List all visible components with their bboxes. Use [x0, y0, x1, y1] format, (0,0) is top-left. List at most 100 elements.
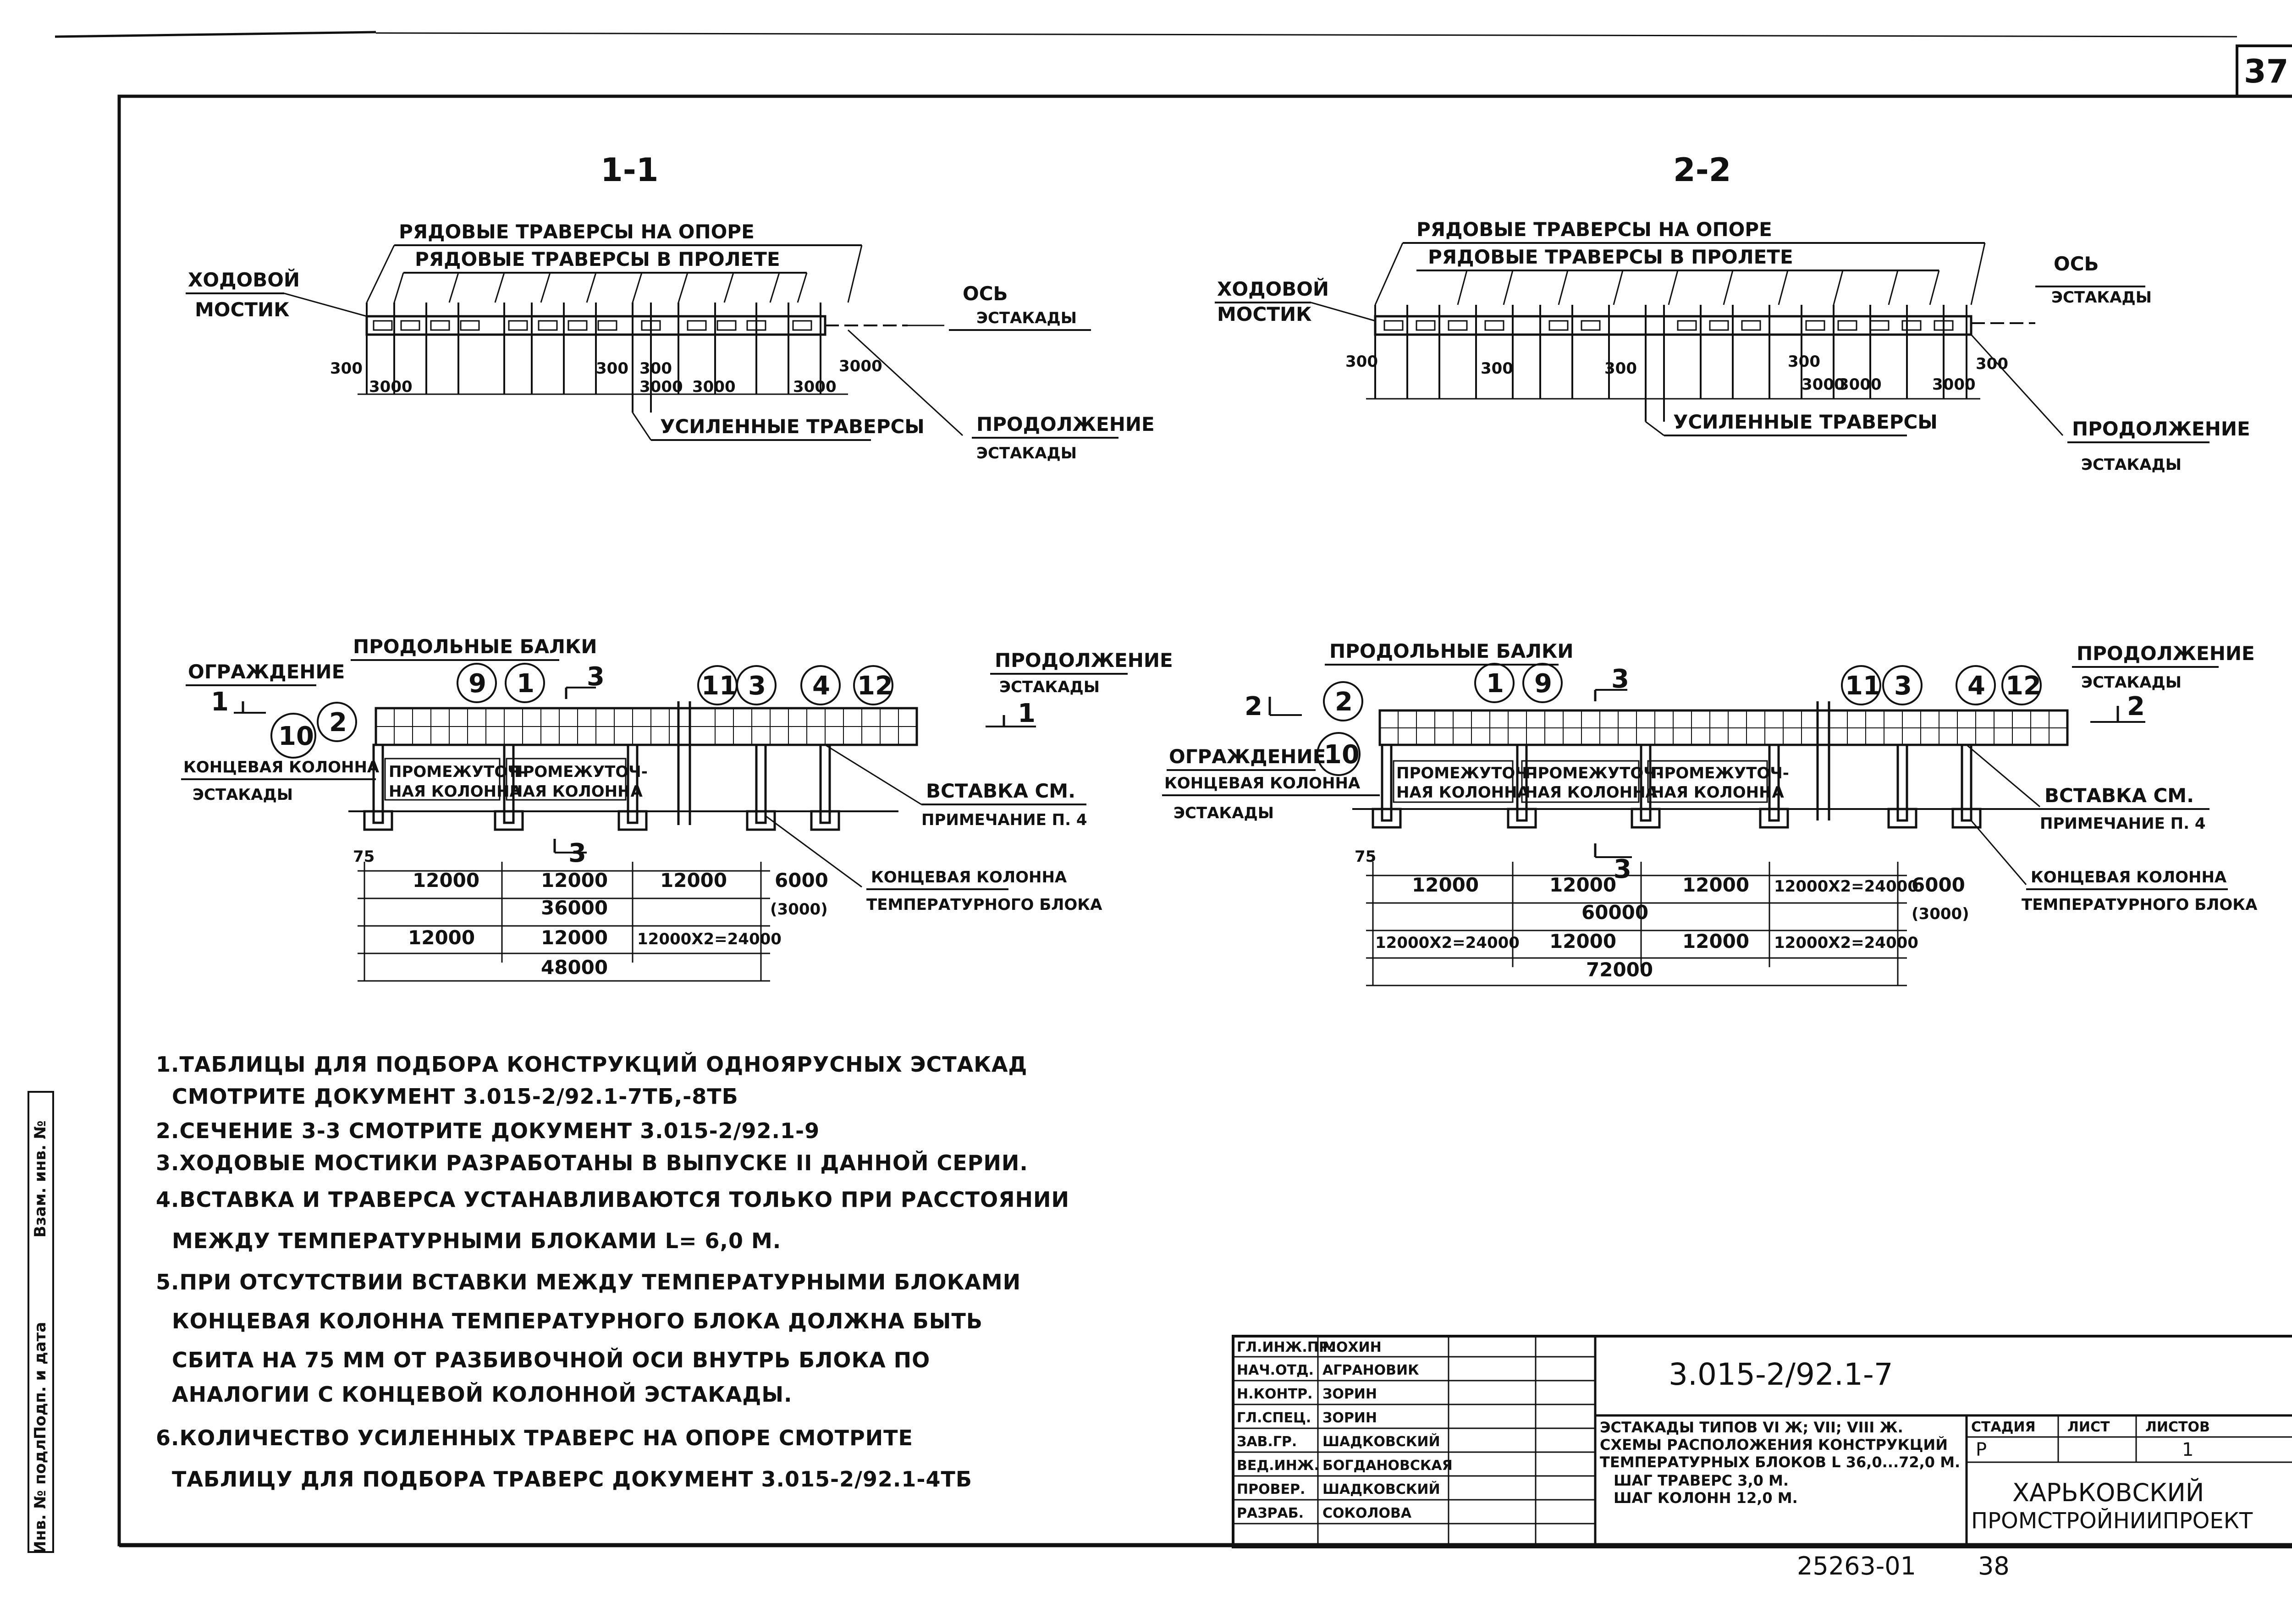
note-line-1: 1.Таблицы для подбора конструкций однoяр… [156, 1052, 1028, 1077]
plan-right-label-end-column: Концевая колонна [1164, 774, 1361, 793]
note-line-8: концевая колонна температурного блока до… [172, 1309, 983, 1333]
plan-right-mark-2: 2 [1335, 687, 1353, 717]
tb-name-1: Мохин [1322, 1339, 1382, 1355]
plan-left-mark-4: 4 [812, 671, 830, 701]
section-1-label-continuation: Продолжение [976, 413, 1155, 435]
note-line-3: 2.Сечение 3-3 смотрите документ 3.015-2/… [156, 1118, 820, 1143]
tb-stage-label: Стадия [1971, 1419, 2036, 1435]
plan-left-drawing: Продольные балки Ограждение 1 2 10 9 1 3… [181, 635, 1173, 982]
tb-sheets-label: Листов [2145, 1419, 2210, 1435]
section-1-label-rows-support: Рядовые траверсы на опоре [399, 220, 755, 243]
plan-right-label-temp-column-2: температурного блока [2022, 896, 2258, 914]
plan-right-dim-row4: 72000 [1586, 958, 1653, 981]
plan-right-label-insert: Вставка см. [2044, 784, 2194, 807]
section-2-label-rows-support: Рядовые траверсы на опоре [1416, 218, 1772, 241]
plan-left-label-insert-2: примечание п. 4 [921, 811, 1087, 829]
plan-right-label-continuation-2: эстакады [2081, 673, 2182, 692]
section-2-label-rows-span: Рядовые траверсы в пролете [1428, 246, 1793, 268]
plan-left-label-inter-2b: ная колонна [510, 782, 643, 801]
plan-left-label-temp-column: Концевая колонна [871, 868, 1067, 886]
plan-left-section-mark-a: 1 [211, 687, 229, 717]
section-1-drawing: Рядовые траверсы на опоре Рядовые травер… [186, 220, 1155, 462]
tb-name-5: Шадковский [1322, 1434, 1440, 1450]
plan-right-label-end-column-2: эстакады [1174, 804, 1274, 822]
tb-role-5: Зав.гр. [1237, 1434, 1297, 1450]
plan-right-dim-row1-e: 6000 [1912, 874, 1965, 896]
tb-name-2: Аграновик [1322, 1362, 1419, 1378]
plan-right-dim-row1-c: 12000 [1682, 874, 1749, 896]
section-1-dim-3000b: 3000 [639, 378, 683, 396]
note-line-9: сбита на 75 мм от разбивочной оси внутрь… [172, 1348, 931, 1372]
side-stamp-frame [28, 1091, 54, 1553]
section-1-label-walk: Ходовой [188, 268, 300, 291]
plan-left-label-end-column: Концевая колонна [183, 758, 380, 776]
section-2-label-reinforced: Усиленные траверсы [1673, 411, 1938, 433]
plan-right-dim-row3-b: 12000 [1549, 930, 1616, 952]
tb-stage-value: Р [1976, 1439, 1987, 1460]
plan-right-dim-row2-b: (3000) [1912, 905, 1969, 923]
section-2-drawing: Рядовые траверсы на опоре Рядовые травер… [1215, 218, 2250, 474]
note-line-4: 3.Ходовые мостики разработаны в выпуске … [156, 1151, 1028, 1175]
tb-name-3: Зорин [1322, 1386, 1377, 1402]
section-1-label-continuation-2: эстакады [976, 444, 1077, 462]
section-2-dim-3000b: 3000 [1838, 375, 1882, 394]
plan-right-dim-row1-d: 12000x2=24000 [1774, 877, 1918, 896]
plan-left-mark-2: 2 [329, 708, 347, 738]
plan-left-dim-row1-a: 12000 [413, 869, 479, 892]
tb-role-6: Вед.инж. [1237, 1458, 1319, 1474]
plan-left-label-inter-1b: ная колонна [389, 782, 522, 801]
plan-left-label-inter-2: Промежуточ- [510, 763, 648, 781]
plan-left-mark-12: 12 [857, 671, 893, 701]
note-line-12: таблицу для подбора траверс документ 3.0… [172, 1467, 972, 1492]
section-2-label-axis-2: эстакады [2051, 288, 2152, 307]
plan-right-mark-10: 10 [1324, 740, 1360, 770]
plan-right-dim-row3-c: 12000 [1682, 930, 1749, 952]
plan-left-label-beams: Продольные балки [353, 635, 597, 658]
plan-right-mark-4: 4 [1967, 671, 1985, 701]
plan-right-dim-row1-b: 12000 [1549, 874, 1616, 896]
tb-name-8: Соколова [1322, 1505, 1412, 1521]
plan-right-label-fence: Ограждение [1169, 745, 1326, 768]
plan-left-dim-row2: 36000 [541, 897, 608, 919]
section-2-dim-300d: 300 [1788, 352, 1820, 371]
plan-right-mark-9: 9 [1534, 669, 1552, 699]
plan-left-mark-3: 3 [748, 671, 766, 701]
tb-name-6: Богдановская [1322, 1458, 1453, 1474]
plan-right-label-inter-3: Промежуточ- [1651, 764, 1789, 782]
plan-left-mark-11: 11 [701, 671, 737, 701]
tb-role-3: Н.контр. [1237, 1386, 1313, 1402]
tb-desc-3: температурных блоков L 36,0...72,0 м. [1600, 1453, 1961, 1471]
plan-right-dim-row3-d: 12000x2=24000 [1774, 934, 1918, 952]
plan-right-mark-3: 3 [1894, 671, 1912, 701]
plan-left-section-mark-b: 1 [1018, 699, 1036, 728]
section-1-label-axis-2: эстакады [976, 309, 1077, 327]
section-2-label-axis: Ось [2054, 253, 2099, 275]
plan-left-dim-row1-d: 6000 [775, 869, 828, 892]
plan-right-label-inter-1: Промежуточ- [1396, 764, 1534, 782]
plan-right-label-insert-2: примечание п. 4 [2040, 815, 2206, 833]
plan-left-label-insert: Вставка см. [926, 780, 1075, 802]
plan-right-label-continuation: Продолжение [2077, 642, 2255, 665]
plan-left-dim-row2-b: (3000) [770, 900, 828, 919]
plan-right-dim-row1-a: 12000 [1412, 874, 1479, 896]
plan-left-dim-row3-c: 12000x2=24000 [637, 930, 782, 948]
section-2-label-walk: Ходовой [1217, 277, 1329, 300]
plan-left-dim-row4: 48000 [541, 956, 608, 979]
plan-right-label-temp-column: Концевая колонна [2031, 868, 2227, 886]
plan-right-mark-11: 11 [1845, 671, 1881, 701]
plan-right-label-beams: Продольные балки [1329, 640, 1574, 662]
bottom-code: 25263-01 [1797, 1552, 1916, 1580]
tb-desc-4: Шаг траверс 3,0 м. [1614, 1472, 1789, 1489]
tb-org-2: ПРОМСТРОЙНИИПРОЕКТ [1971, 1508, 2253, 1534]
plan-left-dim-row1-b: 12000 [541, 869, 608, 892]
section-2-dim-300a: 300 [1345, 352, 1378, 371]
plan-right-section-mark-a: 2 [1245, 692, 1262, 721]
tb-role-7: Провер. [1237, 1481, 1306, 1497]
note-line-6: между температурными блоками l= 6,0 м. [172, 1228, 782, 1253]
plan-right-label-inter-2b: ная колонна [1525, 783, 1658, 802]
tb-role-1: Гл.инж.пр. [1237, 1339, 1334, 1355]
plan-left-dim-75: 75 [353, 848, 375, 866]
tb-role-2: Нач.отд. [1237, 1362, 1314, 1378]
tb-desc-5: Шаг колонн 12,0 м. [1614, 1489, 1798, 1507]
tb-desc-1: Эстакады типов VI ж; VII; VIII ж. [1600, 1419, 1903, 1436]
